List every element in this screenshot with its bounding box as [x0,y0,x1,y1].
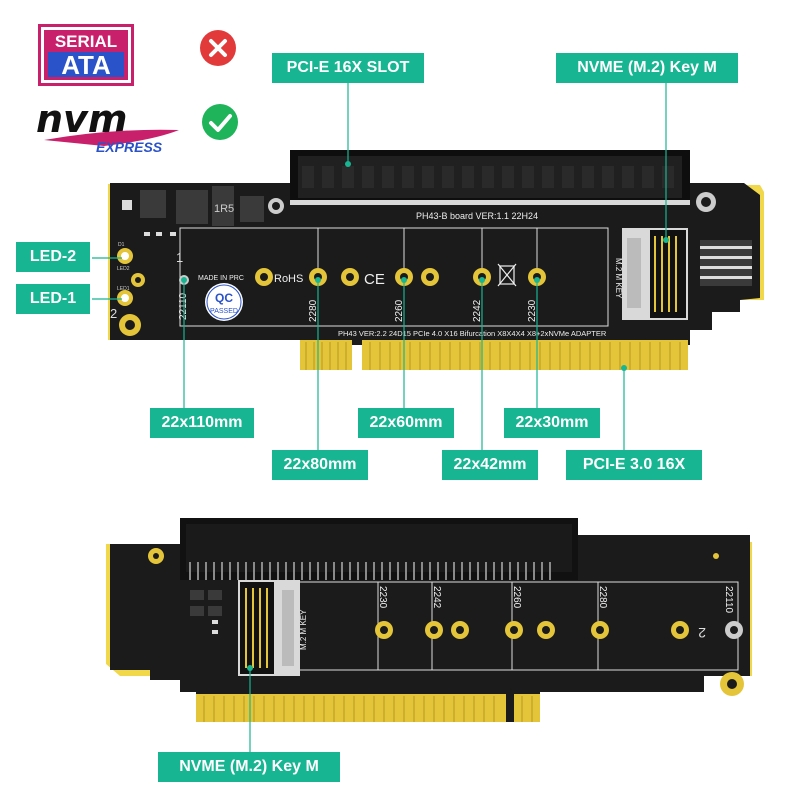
top-size-2230: 2230 [527,299,538,322]
check-circle-icon [200,102,240,142]
nvm-sub-text: EXPRESS [96,139,163,155]
bottom-size-2280: 2280 [597,586,608,609]
top-size-2242: 2242 [472,299,483,322]
top-size-2260: 2260 [394,299,405,322]
callout-22x42mm: 22x42mm [442,450,538,480]
led-d1-label: D1 [118,242,125,248]
top-key-label: M.2 M KEY [614,258,623,299]
nvm-express-logo: nvm EXPRESS [34,97,184,158]
qc-line2: PASSED [210,308,238,315]
board-bottom-text: PH43 VER:2.2 24D15 PCIe 4.0 X16 Bifurcat… [338,329,607,338]
bottom-size-2230: 2230 [377,586,388,609]
sata-line2: ATA [61,50,111,80]
top-size-2280: 2280 [308,299,319,322]
led-1-silk: LED1 [117,286,130,292]
qc-line1: QC [215,291,233,305]
chip-label: 1R5 [214,203,234,215]
callout-led-1: LED-1 [16,284,90,314]
callout-22x60mm: 22x60mm [358,408,454,438]
x-circle-icon [198,28,238,68]
callout-22x30mm: 22x30mm [504,408,600,438]
serial-ata-logo: SERIAL ATA [38,24,134,86]
callout-led-2: LED-2 [16,242,90,272]
top-num-1: 1 [176,250,183,265]
bottom-num-2: 2 [698,625,706,641]
bottom-size-2260: 2260 [511,586,522,609]
callout-pcie-3-16x: PCI-E 3.0 16X [566,450,702,480]
callout-22x80mm: 22x80mm [272,450,368,480]
top-num-2: 2 [110,306,117,321]
sata-line1: SERIAL [55,32,117,51]
rohs-text: RoHS [274,273,303,285]
callout-22x110mm: 22x110mm [150,408,254,438]
bottom-size-22110: 22110 [723,586,734,614]
board-model-text: PH43-B board VER:1.1 22H24 [416,211,538,221]
made-in-text: MADE IN PRC [198,275,244,282]
callout-nvme-top: NVME (M.2) Key M [556,53,738,83]
callout-pcie-16x-slot: PCI-E 16X SLOT [272,53,424,83]
bottom-size-2242: 2242 [431,586,442,609]
callout-nvme-bottom: NVME (M.2) Key M [158,752,340,782]
ce-text: CE [364,271,385,288]
led-2-silk: LED2 [117,266,130,272]
bottom-key-label: M.2 M KEY [299,609,308,650]
